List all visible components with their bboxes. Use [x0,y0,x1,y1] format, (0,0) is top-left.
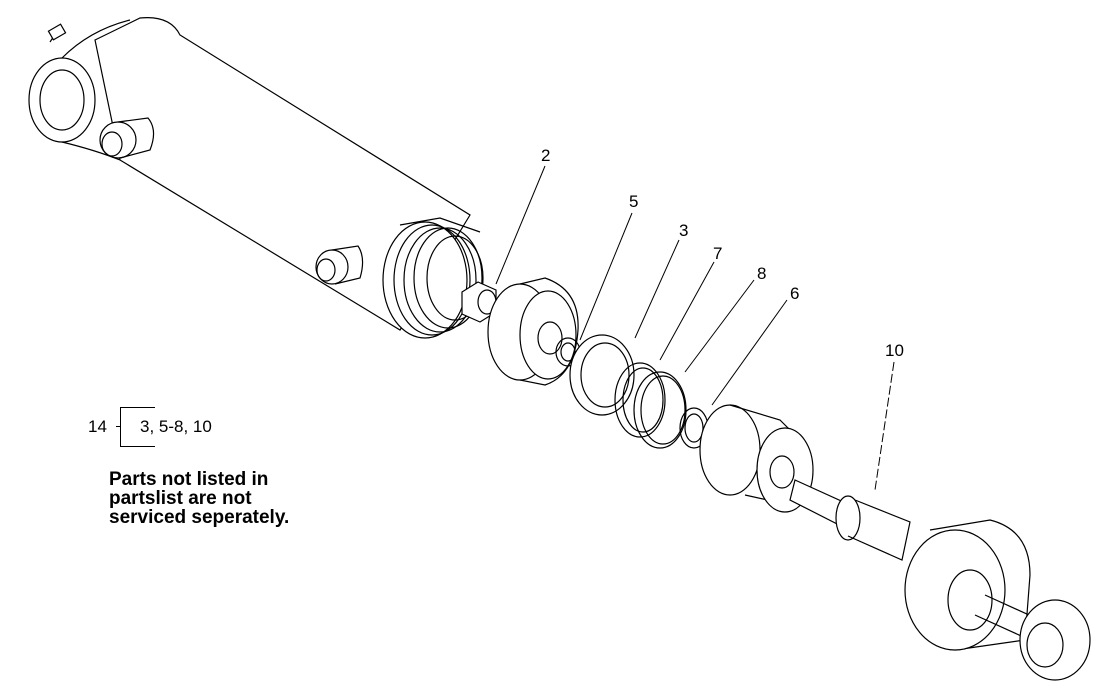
piston-rod [789,479,911,561]
kit-bracket [120,407,155,447]
service-note-line-2: partslist are not [109,488,252,509]
callout-5: 5 [629,192,639,211]
callout-10: 10 [885,341,904,360]
callout-8: 8 [757,264,767,283]
piston [487,277,579,386]
part-7-ring [614,362,666,438]
rod-end [904,519,1091,681]
service-note-line-1: Parts not listed in [109,469,269,490]
kit-bracket-tick [116,426,121,427]
callout-3: 3 [679,221,689,240]
part-8-ring [633,371,687,449]
kit-items: 3, 5-8, 10 [140,417,212,436]
cylinder-barrel [28,17,484,339]
service-note-line-3: serviced seperately. [109,507,290,528]
callout-2: 2 [541,146,551,165]
kit-number: 14 [88,417,107,436]
service-note: Parts not listed in partslist are not se… [109,470,369,527]
callout-6: 6 [790,284,800,303]
leader-lines [495,165,895,491]
callout-7: 7 [713,244,723,263]
part-3-seal [569,334,635,416]
